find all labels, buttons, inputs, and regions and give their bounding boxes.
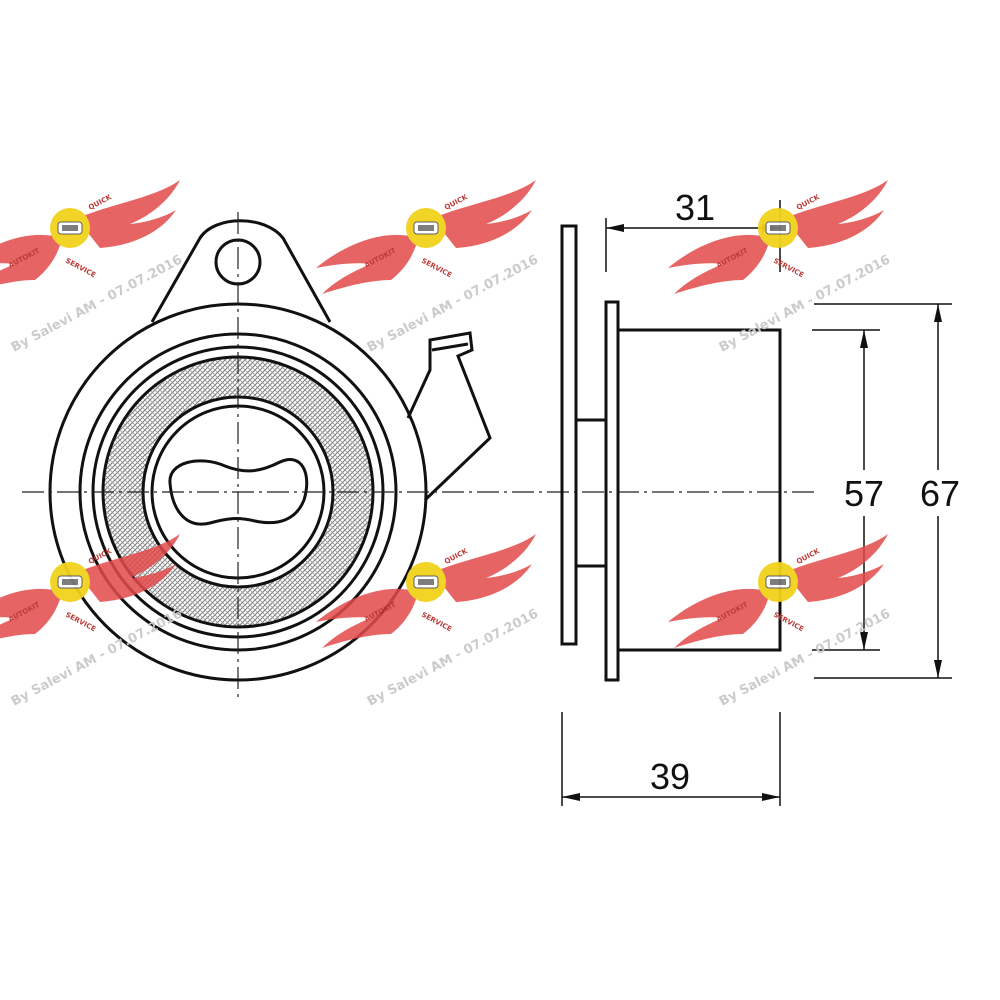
pulley-body xyxy=(616,328,782,652)
dimension-57: 57 xyxy=(812,329,884,651)
dimension-39: 39 xyxy=(561,712,781,806)
front-flange xyxy=(604,300,620,682)
svg-text:SERVICE: SERVICE xyxy=(420,611,453,634)
watermark-top-left: AUTOKIT QUICK SERVICE By Salevi AM - 07.… xyxy=(0,179,185,356)
dimension-67-label: 67 xyxy=(920,473,960,514)
dimension-31-label: 31 xyxy=(675,187,715,228)
watermark-top-center: AUTOKIT QUICK SERVICE By Salevi AM - 07.… xyxy=(315,179,541,356)
back-plate xyxy=(560,224,578,646)
svg-text:SERVICE: SERVICE xyxy=(64,611,97,634)
spacer xyxy=(574,418,608,568)
dimension-39-label: 39 xyxy=(650,756,690,797)
svg-text:SERVICE: SERVICE xyxy=(772,257,805,280)
dimension-67: 67 xyxy=(814,303,960,679)
kidney-slot xyxy=(168,458,309,526)
watermark-bottom-left: AUTOKIT QUICK SERVICE By Salevi AM - 07.… xyxy=(0,533,185,710)
svg-text:SERVICE: SERVICE xyxy=(772,611,805,634)
svg-text:SERVICE: SERVICE xyxy=(64,257,97,280)
dimension-57-label: 57 xyxy=(844,473,884,514)
svg-text:SERVICE: SERVICE xyxy=(420,257,453,280)
front-view xyxy=(22,212,815,700)
mounting-lug xyxy=(150,219,332,323)
side-view xyxy=(560,224,782,682)
tension-arm xyxy=(406,331,492,502)
